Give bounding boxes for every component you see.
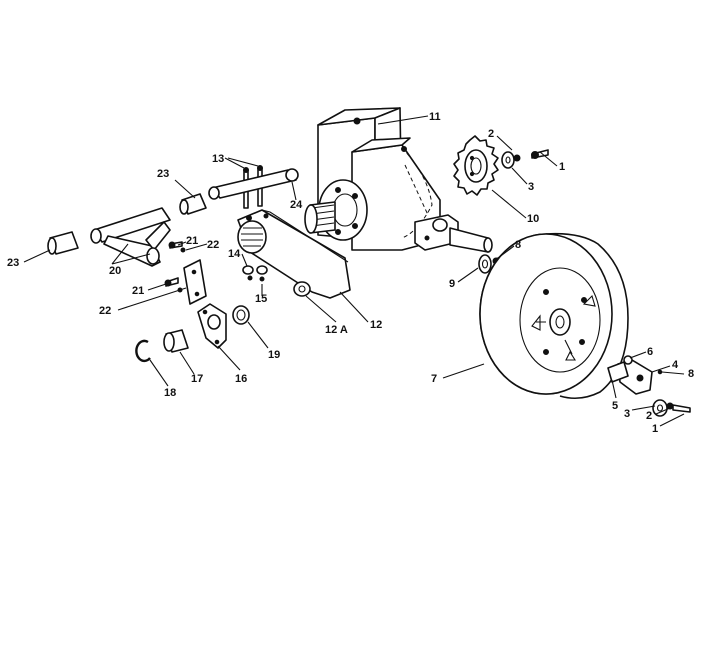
swing-arm xyxy=(237,209,351,299)
yoke-frame xyxy=(90,207,171,267)
wheel xyxy=(479,232,629,400)
yoke-bolts xyxy=(164,241,186,293)
callout-22-bottom: 22 xyxy=(99,305,111,317)
callout-3-bottom: 3 xyxy=(624,408,630,420)
callout-labels: 11 2 1 3 10 8 9 7 6 4 8 5 3 2 1 13 24 23… xyxy=(7,111,694,435)
callout-3-top: 3 xyxy=(528,181,534,193)
snap-ring xyxy=(135,339,151,363)
callout-8-bottom: 8 xyxy=(688,368,694,380)
callout-13: 13 xyxy=(212,153,224,165)
callout-17: 17 xyxy=(191,373,203,385)
axle-bracket-assembly xyxy=(607,355,691,417)
gearbox-housing xyxy=(304,107,493,253)
callout-7: 7 xyxy=(431,373,437,385)
leader-lines xyxy=(23,115,685,427)
callout-2-bottom: 2 xyxy=(646,410,652,422)
callout-12a: 12 A xyxy=(325,324,348,336)
callout-18: 18 xyxy=(164,387,176,399)
callout-23-left: 23 xyxy=(7,257,19,269)
callout-23-top: 23 xyxy=(157,168,169,180)
callout-9: 9 xyxy=(449,278,455,290)
bracket xyxy=(197,303,227,349)
callout-6: 6 xyxy=(647,346,653,358)
callout-1-bottom: 1 xyxy=(652,423,658,435)
callout-1-top: 1 xyxy=(559,161,565,173)
callout-16: 16 xyxy=(235,373,247,385)
callout-12: 12 xyxy=(370,319,382,331)
callout-4: 4 xyxy=(672,359,679,371)
callout-5: 5 xyxy=(612,400,618,412)
bushings xyxy=(47,193,207,255)
callout-11: 11 xyxy=(429,111,441,123)
axle-tube xyxy=(208,168,299,200)
sprocket-washer-and-screw xyxy=(501,149,549,169)
mounting-plate xyxy=(183,259,207,305)
callout-10: 10 xyxy=(527,213,539,225)
callout-21-top: 21 xyxy=(186,235,198,247)
callout-21-bottom: 21 xyxy=(132,285,144,297)
callout-8-top: 8 xyxy=(515,239,521,251)
callout-20: 20 xyxy=(109,265,121,277)
nuts-and-lockwashers xyxy=(242,265,268,282)
callout-24: 24 xyxy=(290,199,303,211)
callout-2-top: 2 xyxy=(488,128,494,140)
washer xyxy=(232,305,250,325)
callout-14: 14 xyxy=(228,248,241,260)
callout-15: 15 xyxy=(255,293,267,305)
sleeve-bushing xyxy=(163,329,189,353)
sprocket xyxy=(453,135,499,196)
callout-19: 19 xyxy=(268,349,280,361)
callout-22-top: 22 xyxy=(207,239,219,251)
